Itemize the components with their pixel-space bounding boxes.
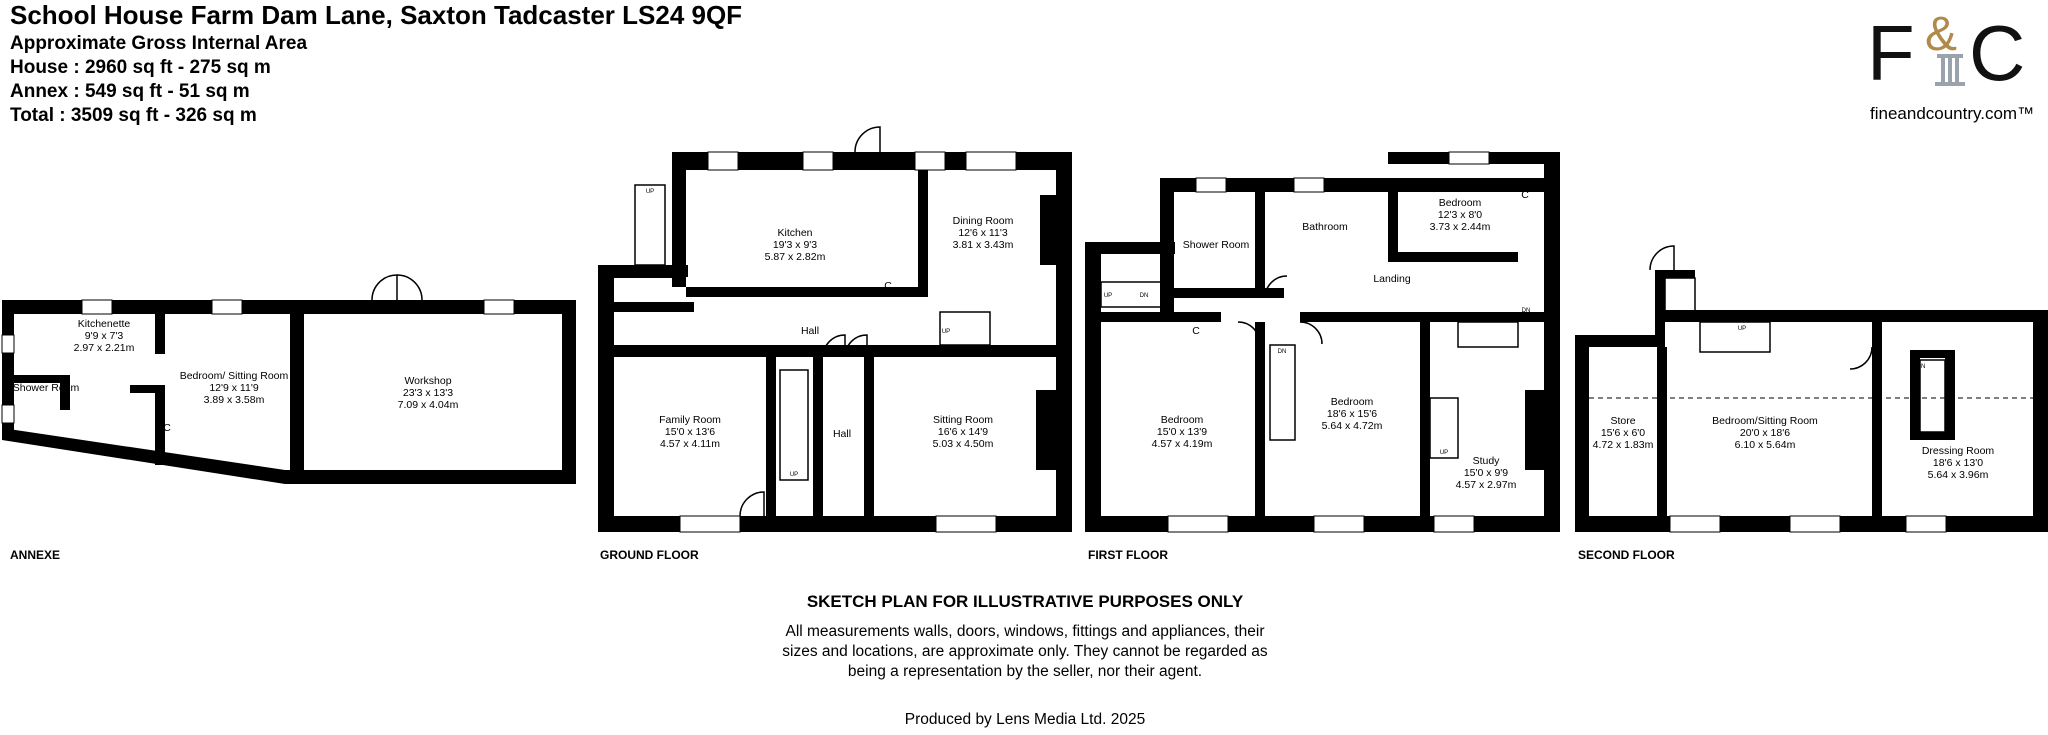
- logo-website: fineandcountry.com™: [1870, 104, 2035, 123]
- svg-text:F: F: [1867, 9, 1915, 97]
- room-dims-imperial: 9'9 x 7'3: [85, 330, 124, 342]
- annexe-room-labels: Kitchenette 9'9 x 7'3 2.97 x 2.21m Showe…: [13, 318, 459, 434]
- cupboard-label: C: [1521, 189, 1529, 201]
- disclaimer-line: being a representation by the seller, no…: [847, 663, 1203, 680]
- room-name: Bedroom: [1331, 396, 1374, 408]
- room-dims-metric: 5.64 x 3.96m: [1928, 469, 1989, 481]
- area-heading: Approximate Gross Internal Area: [10, 33, 308, 54]
- room-name: Dining Room: [953, 215, 1014, 227]
- room-name: Bedroom: [1439, 197, 1482, 209]
- stair-up-label: UP: [1440, 450, 1448, 456]
- room-dims-imperial: 12'6 x 11'3: [958, 227, 1008, 239]
- stair-labels: UP UP UP UP DN DN UP DN UP DN: [646, 189, 1926, 478]
- room-dims-metric: 2.97 x 2.21m: [74, 342, 135, 354]
- room-dims-imperial: 20'0 x 18'6: [1740, 427, 1790, 439]
- room-name: Shower Room: [13, 382, 80, 394]
- room-dims-imperial: 12'3 x 8'0: [1438, 209, 1482, 221]
- room-name: Landing: [1373, 273, 1411, 285]
- fine-and-country-logo: F C &: [1867, 8, 2025, 97]
- second-room-labels: Store 15'6 x 6'0 4.72 x 1.83m Bedroom/Si…: [1593, 415, 1995, 481]
- room-name: Bathroom: [1302, 221, 1348, 233]
- floor-label-annexe: ANNEXE: [10, 548, 61, 562]
- room-dims-metric: 4.57 x 4.11m: [660, 438, 720, 450]
- stair-up-label: UP: [942, 329, 950, 335]
- floor-label-first: FIRST FLOOR: [1088, 548, 1168, 562]
- room-name: Hall: [833, 428, 851, 440]
- room-name: Study: [1473, 455, 1501, 467]
- disclaimer-body: All measurements walls, doors, windows, …: [620, 622, 1430, 682]
- property-title: School House Farm Dam Lane, Saxton Tadca…: [10, 0, 743, 30]
- stair-up-label: UP: [790, 472, 798, 478]
- windows: [1, 151, 1947, 533]
- room-dims-imperial: 15'6 x 6'0: [1601, 427, 1645, 439]
- room-dims-imperial: 15'0 x 13'6: [665, 426, 715, 438]
- stair-dn-label: DN: [1522, 308, 1531, 314]
- room-dims-metric: 4.72 x 1.83m: [1593, 439, 1654, 451]
- disclaimer-title: SKETCH PLAN FOR ILLUSTRATIVE PURPOSES ON…: [806, 592, 1244, 611]
- room-dims-metric: 3.73 x 2.44m: [1430, 221, 1491, 233]
- stair-up-label: UP: [1104, 293, 1112, 299]
- room-name: Kitchen: [777, 227, 812, 239]
- room-dims-metric: 4.57 x 2.97m: [1456, 479, 1517, 491]
- room-dims-metric: 6.10 x 5.64m: [1735, 439, 1796, 451]
- first-room-labels: Shower Room Bathroom Bedroom 12'3 x 8'0 …: [1152, 189, 1530, 491]
- room-dims-metric: 3.81 x 3.43m: [953, 239, 1014, 251]
- stair-dn-label: DN: [1278, 349, 1287, 355]
- room-name: Bedroom/Sitting Room: [1712, 415, 1818, 427]
- stair-dn-label: DN: [1140, 293, 1149, 299]
- stair-up-label: UP: [1738, 326, 1746, 332]
- total-area: Total : 3509 sq ft - 326 sq m: [10, 105, 257, 126]
- room-dims-imperial: 19'3 x 9'3: [773, 239, 817, 251]
- room-dims-imperial: 18'6 x 15'6: [1327, 408, 1377, 420]
- room-dims-imperial: 15'0 x 9'9: [1464, 467, 1508, 479]
- disclaimer-line: All measurements walls, doors, windows, …: [785, 623, 1265, 640]
- annex-area: Annex : 549 sq ft - 51 sq m: [10, 81, 250, 102]
- room-name: Shower Room: [1183, 239, 1250, 251]
- stair-up-label: UP: [646, 189, 654, 195]
- room-name: Bedroom: [1161, 414, 1204, 426]
- room-dims-metric: 5.87 x 2.82m: [765, 251, 826, 263]
- stair-dn-label: DN: [1917, 364, 1926, 370]
- room-name: Bedroom/ Sitting Room: [180, 370, 289, 382]
- fixtures: [371, 126, 1946, 517]
- room-dims-metric: 5.64 x 4.72m: [1322, 420, 1383, 432]
- room-dims-imperial: 18'6 x 13'0: [1933, 457, 1983, 469]
- room-name: Sitting Room: [933, 414, 993, 426]
- room-dims-imperial: 12'9 x 11'9: [209, 382, 259, 394]
- second-floor-plan: [1575, 270, 2048, 532]
- disclaimer: SKETCH PLAN FOR ILLUSTRATIVE PURPOSES ON…: [620, 592, 1430, 682]
- ground-floor-plan: [598, 152, 1072, 532]
- room-dims-metric: 4.57 x 4.19m: [1152, 438, 1213, 450]
- room-dims-metric: 3.89 x 3.58m: [204, 394, 265, 406]
- floor-label-second: SECOND FLOOR: [1578, 548, 1675, 562]
- svg-text:C: C: [1969, 9, 2025, 97]
- room-dims-imperial: 15'0 x 13'9: [1157, 426, 1207, 438]
- room-dims-imperial: 23'3 x 13'3: [403, 387, 453, 399]
- room-name: Hall: [801, 325, 819, 337]
- room-name: Kitchenette: [78, 318, 131, 330]
- room-name: Store: [1610, 415, 1635, 427]
- room-dims-imperial: 16'6 x 14'9: [938, 426, 988, 438]
- room-dims-metric: 7.09 x 4.04m: [398, 399, 459, 411]
- ground-room-labels: Kitchen 19'3 x 9'3 5.87 x 2.82m Dining R…: [659, 215, 1014, 450]
- cupboard-label: C: [884, 280, 892, 292]
- disclaimer-line: sizes and locations, are approximate onl…: [782, 643, 1268, 660]
- svg-text:&: &: [1925, 8, 1957, 61]
- credit-line: Produced by Lens Media Ltd. 2025: [904, 711, 1146, 728]
- room-name: Dressing Room: [1922, 445, 1995, 457]
- house-area: House : 2960 sq ft - 275 sq m: [10, 57, 271, 78]
- cupboard-label: C: [163, 422, 171, 434]
- room-name: Family Room: [659, 414, 721, 426]
- room-dims-metric: 5.03 x 4.50m: [933, 438, 994, 450]
- cupboard-label: C: [1192, 325, 1200, 337]
- room-name: Workshop: [404, 375, 451, 387]
- floor-label-ground: GROUND FLOOR: [600, 548, 699, 562]
